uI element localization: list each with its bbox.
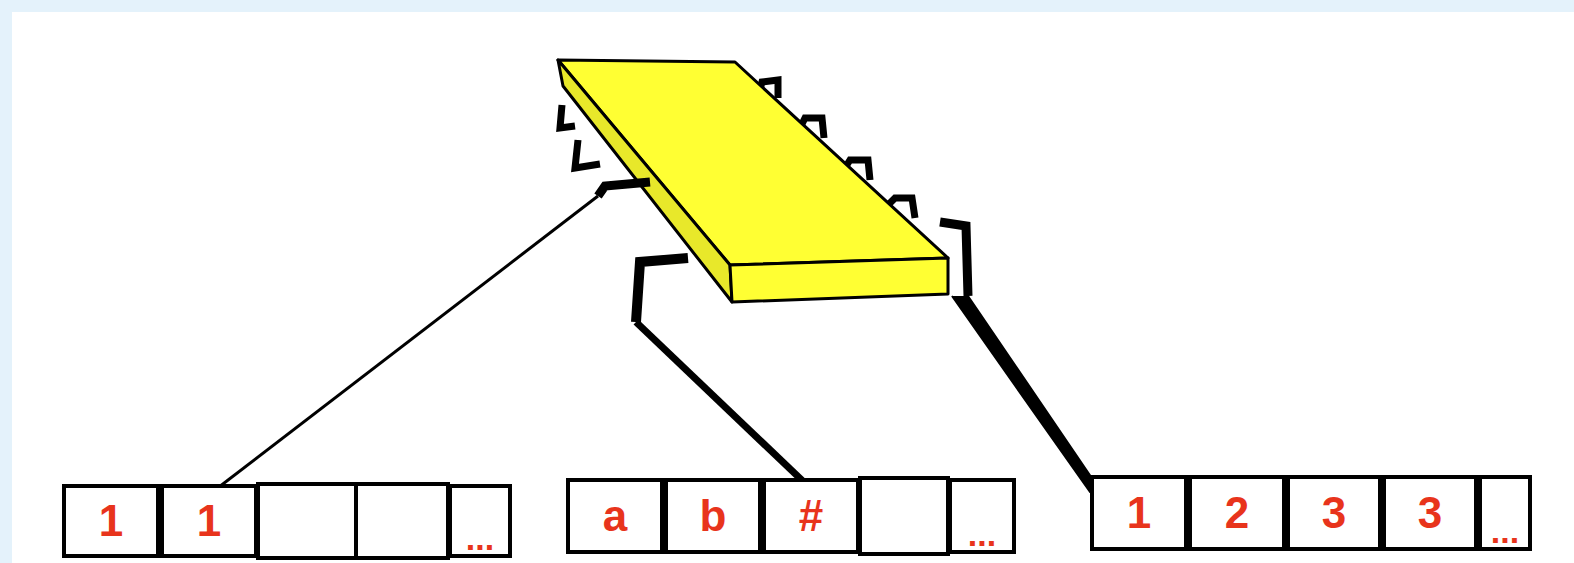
tape-cell: # [762, 478, 860, 554]
tape-cell: 3 [1382, 475, 1478, 551]
tape-symbol: 1 [1127, 491, 1151, 535]
tape-cell: a [566, 478, 664, 554]
tape-symbol: b [700, 494, 727, 538]
tape-symbol: 3 [1322, 491, 1346, 535]
tape-symbol: ... [968, 524, 996, 544]
tape-cell: ... [448, 484, 512, 558]
tape-symbol: 1 [197, 499, 221, 543]
tape-cell: 3 [1286, 475, 1382, 551]
control-unit [558, 60, 948, 302]
tape-symbol: 2 [1225, 491, 1249, 535]
tape-cell: ... [948, 478, 1016, 554]
tape-symbol: a [603, 494, 627, 538]
tape-symbol: # [799, 494, 823, 538]
tape-cell [258, 484, 356, 558]
tape-cell: b [664, 478, 762, 554]
tape-cell: 1 [62, 484, 160, 558]
tape-symbol: 1 [99, 499, 123, 543]
tape-symbol: ... [1491, 521, 1519, 541]
read-write-heads [202, 182, 1100, 500]
tape-symbol: ... [466, 528, 494, 548]
tape-cell [356, 484, 448, 558]
empty-tape-cells [258, 478, 948, 558]
tape-cell [860, 478, 948, 554]
tape-cell: 1 [160, 484, 258, 558]
tape-cell: ... [1478, 475, 1532, 551]
tape-cell: 2 [1188, 475, 1286, 551]
tape-cell: 1 [1090, 475, 1188, 551]
tape-symbol: 3 [1418, 491, 1442, 535]
